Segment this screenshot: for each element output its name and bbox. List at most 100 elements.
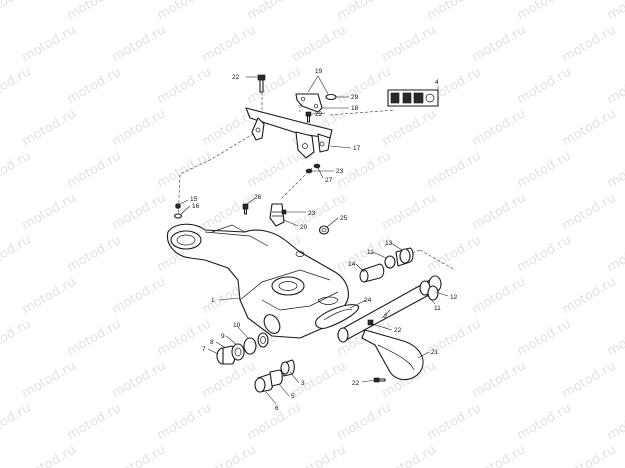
watermark-text: motod.ru <box>380 107 439 150</box>
watermark-text: motod.ru <box>605 149 625 192</box>
watermark-text: motod.ru <box>65 149 124 192</box>
watermark-text: motod.ru <box>155 401 214 444</box>
watermark-text: motod.ru <box>155 65 214 108</box>
watermark-text: motod.ru <box>65 0 124 23</box>
swingarm-body <box>166 223 349 339</box>
callout-8: 8 <box>210 339 214 346</box>
watermark-text: motod.ru <box>65 65 124 108</box>
callout-23: 23 <box>336 168 344 175</box>
bearing-stack-7-10 <box>216 332 269 365</box>
callout-12: 12 <box>450 294 458 301</box>
screw-23-mid <box>281 209 287 215</box>
callout-18: 18 <box>351 105 359 112</box>
callout-17: 17 <box>353 145 361 152</box>
bushing-25 <box>318 225 330 235</box>
watermark-text: motod.ru <box>470 275 529 318</box>
watermark-text: motod.ru <box>335 65 394 108</box>
watermark-text: motod.ru <box>0 65 34 108</box>
pivot-bracket <box>245 107 333 159</box>
callout-22: 22 <box>315 111 323 118</box>
watermark-text: motod.ru <box>605 65 625 108</box>
watermark-text: motod.ru <box>110 107 169 150</box>
callout-24: 24 <box>364 297 372 304</box>
watermark-text: motod.ru <box>155 149 214 192</box>
watermark-text: motod.ru <box>515 0 574 23</box>
watermark-text: motod.ru <box>0 149 34 192</box>
callout-3: 3 <box>301 380 305 387</box>
callout-9: 9 <box>221 333 225 340</box>
leader-lines <box>179 75 449 405</box>
watermark-text: motod.ru <box>200 359 259 402</box>
watermark-text: motod.ru <box>425 0 484 23</box>
callout-10: 10 <box>233 322 241 329</box>
watermark-text: motod.ru <box>290 443 349 468</box>
watermark-text: motod.ru <box>110 359 169 402</box>
bolt-22-bottom <box>373 377 386 383</box>
watermark-text: motod.ru <box>290 23 349 66</box>
watermark-text: motod.ru <box>335 0 394 23</box>
watermark-text: motod.ru <box>470 443 529 468</box>
callout-27: 27 <box>325 177 333 184</box>
watermark-text: motod.ru <box>560 191 619 234</box>
watermark-text: motod.ru <box>20 359 79 402</box>
watermark-text: motod.ru <box>0 0 34 23</box>
retaining-plate <box>295 93 323 113</box>
rider-symbol-icon <box>402 92 412 104</box>
callout-22: 22 <box>352 380 360 387</box>
watermark-text: motod.ru <box>155 0 214 23</box>
watermark-text: motod.ru <box>65 401 124 444</box>
watermark-text: motod.ru <box>470 23 529 66</box>
watermark-text: motod.ru <box>110 443 169 468</box>
bushings-3-5-6 <box>254 359 295 393</box>
watermark-text: motod.ru <box>245 0 304 23</box>
callout-5: 5 <box>291 393 295 400</box>
watermark-text: motod.ru <box>470 191 529 234</box>
watermark-text: motod.ru <box>425 149 484 192</box>
watermark-text: motod.ru <box>20 191 79 234</box>
watermark-text: motod.ru <box>20 443 79 468</box>
watermark-text: motod.ru <box>110 191 169 234</box>
watermark-text: motod.ru <box>65 233 124 276</box>
watermark-text: motod.ru <box>110 275 169 318</box>
watermark-text: motod.ru <box>515 401 574 444</box>
callout-29: 29 <box>351 94 359 101</box>
watermark-text: motod.ru <box>200 443 259 468</box>
parts-drawing <box>166 74 456 393</box>
watermark-text: motod.ru <box>560 359 619 402</box>
watermark-text: motod.ru <box>335 401 394 444</box>
watermark-text: motod.ru <box>425 401 484 444</box>
watermark-text: motod.ru <box>515 317 574 360</box>
callout-4: 4 <box>435 79 439 86</box>
callout-25: 25 <box>340 215 348 222</box>
nut-29 <box>325 93 337 101</box>
book-symbol-icon <box>413 92 424 104</box>
warning-symbol-icon <box>390 92 400 104</box>
watermark-text: motod.ru <box>605 233 625 276</box>
watermark-text: motod.ru <box>560 107 619 150</box>
watermark-text: motod.ru <box>20 275 79 318</box>
watermark-text: motod.ru <box>380 23 439 66</box>
watermark-text: motod.ru <box>470 107 529 150</box>
callout-2: 2 <box>384 313 388 320</box>
watermark-text: motod.ru <box>290 359 349 402</box>
watermark-text: motod.ru <box>0 233 34 276</box>
watermark-text: motod.ru <box>560 443 619 468</box>
watermark-text: motod.ru <box>110 23 169 66</box>
watermark-text: motod.ru <box>515 65 574 108</box>
spacer-11-13 <box>384 247 414 269</box>
watermark-text: motod.ru <box>65 317 124 360</box>
watermark-text: motod.ru <box>515 149 574 192</box>
watermark-text: motod.ru <box>200 191 259 234</box>
watermark-text: motod.ru <box>245 65 304 108</box>
watermark-text: motod.ru <box>20 23 79 66</box>
callout-7: 7 <box>202 346 206 353</box>
callout-26: 26 <box>254 194 262 201</box>
watermark-text: motod.ru <box>0 317 34 360</box>
watermark-text: motod.ru <box>380 443 439 468</box>
callout-19: 19 <box>315 68 323 75</box>
callout-20: 20 <box>300 224 308 231</box>
watermark-text: motod.ru <box>20 107 79 150</box>
screw-26 <box>242 203 249 215</box>
